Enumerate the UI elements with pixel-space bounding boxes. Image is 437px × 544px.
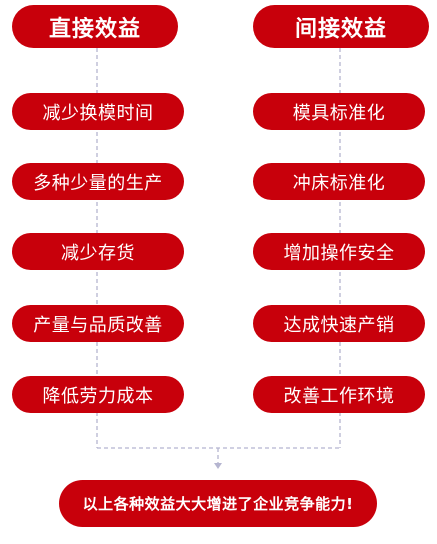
conclusion-banner: 以上各种效益大大增进了企业竞争能力! [59,480,377,527]
arrow-down-icon [214,463,222,469]
item-reduce-inventory: 减少存货 [12,233,184,270]
item-die-standardization: 模具标准化 [253,93,425,130]
item-press-standardization: 冲床标准化 [253,163,425,200]
item-operation-safety: 增加操作安全 [253,233,425,270]
item-fast-production-sales: 达成快速产销 [253,305,425,342]
item-work-environment: 改善工作环境 [253,376,425,413]
header-direct-benefits: 直接效益 [12,5,178,48]
item-output-quality: 产量与品质改善 [12,305,184,342]
item-high-mix-low-volume: 多种少量的生产 [12,163,184,200]
item-reduce-changeover-time: 减少换模时间 [12,93,184,130]
item-reduce-labor-cost: 降低劳力成本 [12,376,184,413]
header-indirect-benefits: 间接效益 [253,5,429,48]
